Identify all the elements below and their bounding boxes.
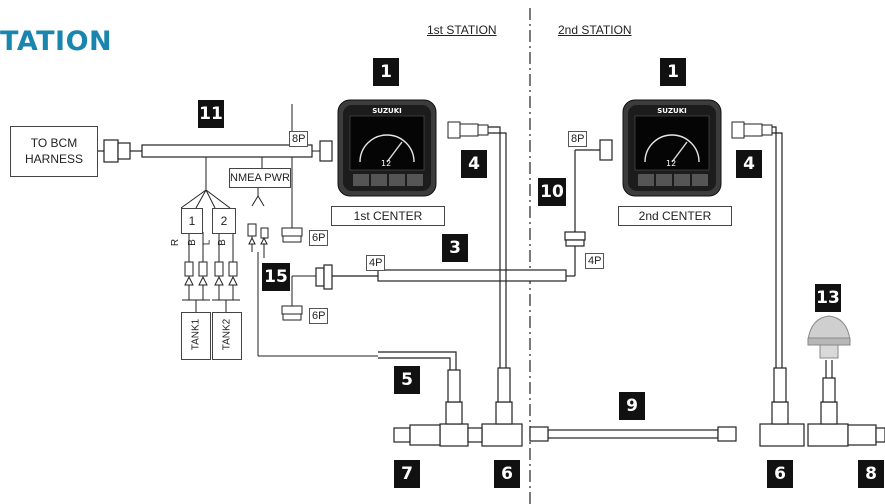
plug-8p-1st	[319, 140, 333, 162]
drop-connectors	[447, 121, 773, 139]
backbone-cable	[529, 426, 737, 442]
four-pin-link	[315, 139, 613, 290]
tag-6p-upper: 6P	[309, 230, 329, 246]
callout-6-second: 6	[767, 460, 793, 488]
callout-4-second: 4	[736, 150, 762, 178]
tank1-label: TANK1	[190, 318, 202, 351]
tee-connectors	[393, 367, 885, 447]
callout-3: 3	[442, 234, 468, 262]
tag-8p-2nd: 8P	[568, 131, 588, 147]
gauge-brand-2nd: SUZUKI	[657, 107, 687, 115]
tag-8p-1st: 8P	[289, 131, 309, 147]
wire-letter-r: R	[170, 238, 182, 247]
tank2-box: TANK2	[212, 312, 242, 360]
tank-selector-2: 2	[212, 208, 236, 234]
callout-11: 11	[198, 100, 224, 128]
tag-4p-2nd: 4P	[585, 253, 605, 269]
tank1-box: TANK1	[181, 312, 211, 360]
tank-selector-1: 1	[181, 208, 203, 234]
bcm-harness-box: TO BCM HARNESS	[10, 126, 98, 177]
gauge-brand-1st: SUZUKI	[372, 107, 402, 115]
bcm-line-1: TO BCM	[30, 136, 78, 150]
callout-1-second: 1	[660, 58, 686, 86]
multifunction-gauge-1st: SUZUKI 12	[337, 99, 437, 197]
callout-5: 5	[394, 366, 420, 394]
gps-antenna	[807, 315, 851, 359]
callout-8: 8	[858, 460, 884, 488]
drop-cables	[378, 126, 833, 378]
callout-1-first: 1	[373, 58, 399, 86]
multifunction-gauge-2nd: SUZUKI 12	[622, 99, 722, 197]
callout-13: 13	[815, 284, 841, 312]
callout-7: 7	[394, 460, 420, 488]
callout-10: 10	[538, 178, 566, 206]
callout-6-first: 6	[494, 460, 520, 488]
callout-4-first: 4	[461, 150, 487, 178]
tank2-label: TANK2	[221, 318, 233, 351]
bcm-line-2: HARNESS	[24, 152, 83, 166]
wire-letter-l: L	[201, 239, 213, 246]
bcm-harness-connector	[96, 139, 142, 163]
wire-letter-b1: B	[186, 239, 198, 246]
tag-4p-1st: 4P	[366, 255, 386, 271]
station-label-1st: 1st STATION	[427, 23, 497, 37]
gauge-readout-1st: 12	[381, 159, 391, 168]
nmea-pwr-harness	[247, 157, 378, 357]
page-heading: TATION	[0, 26, 113, 57]
nmea-pwr-box: NMEA PWR	[229, 168, 291, 188]
six-pin-branches	[281, 157, 316, 321]
center-label-1st: 1st CENTER	[331, 206, 445, 226]
wire-letter-b2: B	[216, 239, 228, 246]
callout-15: 15	[262, 263, 290, 291]
center-label-2nd: 2nd CENTER	[618, 206, 732, 226]
tank-pins	[182, 261, 240, 312]
callout-9: 9	[619, 392, 645, 420]
main-harness	[141, 144, 313, 158]
station-label-2nd: 2nd STATION	[558, 23, 632, 37]
tank-branch-wires	[180, 157, 234, 262]
tag-6p-lower: 6P	[309, 308, 329, 324]
gauge-readout-2nd: 12	[666, 159, 676, 168]
